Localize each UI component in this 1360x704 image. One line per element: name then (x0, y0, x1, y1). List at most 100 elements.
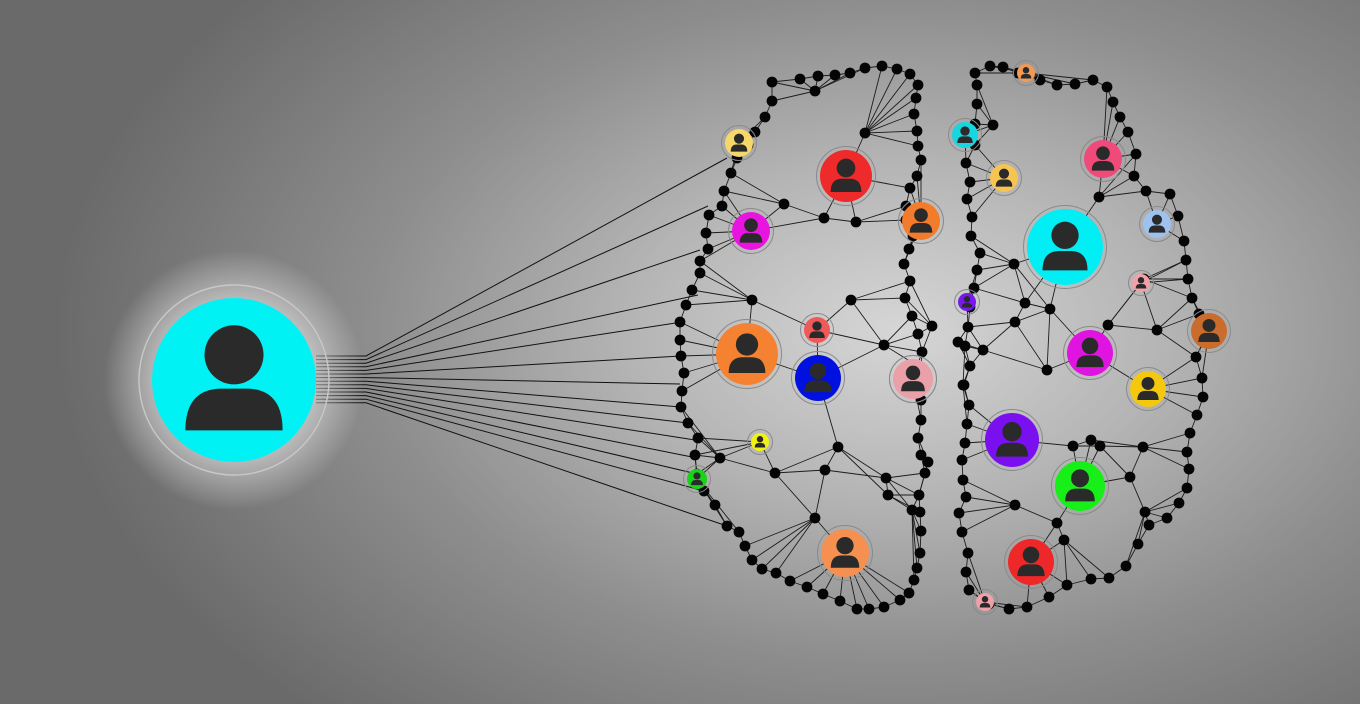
network-edge (685, 299, 753, 306)
network-junction (962, 321, 974, 333)
person-node (791, 351, 845, 405)
person-icon (909, 208, 933, 233)
network-junction (1101, 81, 1113, 93)
network-junction (966, 211, 978, 223)
network-junction (912, 432, 924, 444)
person-node (1080, 136, 1126, 182)
network-edge (719, 457, 776, 474)
person-halo (954, 289, 980, 315)
network-junction (818, 212, 830, 224)
network-junction (859, 62, 871, 74)
person-icon (961, 295, 973, 308)
network-edge (850, 280, 911, 301)
network-junction (953, 507, 965, 519)
network-edge (1013, 263, 1051, 310)
person-icon (996, 422, 1028, 457)
network-junction (977, 344, 989, 356)
network-junction (1085, 434, 1097, 446)
network-edge (1137, 511, 1146, 545)
network-edge (1014, 308, 1051, 323)
network-junction (912, 140, 924, 152)
person-node (712, 319, 782, 389)
network-edge (850, 297, 906, 301)
network-edge (855, 219, 907, 223)
network-junction (850, 216, 862, 228)
person-node (1187, 309, 1231, 353)
network-edge (1098, 175, 1135, 198)
network-junction (680, 299, 692, 311)
network-junction (716, 200, 728, 212)
network-junction (819, 464, 831, 476)
network-junction (957, 379, 969, 391)
network-junction (894, 594, 906, 606)
network-junction (919, 467, 931, 479)
source-connection (316, 321, 683, 371)
network-junction (1041, 364, 1053, 376)
network-junction (689, 449, 701, 461)
network-junction (878, 601, 890, 613)
person-halo (683, 465, 711, 493)
network-junction (1161, 512, 1173, 524)
person-node (981, 409, 1043, 471)
network-edge (883, 344, 923, 353)
network-junction (801, 581, 813, 593)
person-node (728, 208, 774, 254)
network-junction (1151, 324, 1163, 336)
person-node (1013, 60, 1039, 86)
source-connection (316, 387, 696, 441)
network-edge (1046, 308, 1051, 371)
person-node (889, 355, 937, 403)
network-edge (864, 130, 918, 134)
network-junction (1184, 427, 1196, 439)
network-edge (1013, 263, 1026, 304)
network-junction (984, 60, 996, 72)
network-junction (746, 294, 758, 306)
network-junction (908, 574, 920, 586)
network-junction (678, 367, 690, 379)
network-junction (1114, 111, 1126, 123)
network-junction (1087, 74, 1099, 86)
network-junction (1008, 258, 1020, 270)
network-junction (1120, 560, 1132, 572)
network-junction (1085, 573, 1097, 585)
person-node (986, 160, 1022, 196)
network-junction (1190, 351, 1202, 363)
network-edge (958, 504, 1016, 514)
source-connection (316, 398, 705, 492)
network-junction (1181, 482, 1193, 494)
network-junction (784, 575, 796, 587)
people-nodes (683, 60, 1231, 615)
person-node (898, 198, 944, 244)
source-connections (316, 157, 728, 527)
network-edge (885, 477, 913, 511)
network-junction (915, 449, 927, 461)
network-edge (885, 477, 920, 496)
network-edge (1107, 324, 1158, 331)
person-halo (800, 313, 834, 347)
network-edge (783, 203, 825, 219)
network-edge (1156, 329, 1197, 358)
network-junction (914, 547, 926, 559)
network-junction (913, 489, 925, 501)
source-connection (316, 395, 698, 475)
network-junction (809, 512, 821, 524)
person-node (1051, 457, 1109, 515)
network-junction (964, 176, 976, 188)
network-edge (961, 504, 1016, 533)
person-halo (948, 118, 982, 152)
person-icon (979, 595, 991, 608)
person-icon (804, 362, 832, 393)
network-junction (1009, 316, 1021, 328)
person-icon (185, 325, 283, 431)
person-icon (1137, 377, 1159, 401)
network-edge (1142, 446, 1188, 453)
network-junction (965, 230, 977, 242)
person-node (683, 465, 711, 493)
network-junction (1143, 519, 1155, 531)
source-connection (316, 157, 728, 357)
network-edge (855, 205, 907, 223)
network-junction (1196, 372, 1208, 384)
network-junction (1094, 440, 1106, 452)
network-junction (1124, 471, 1136, 483)
person-icon (1091, 146, 1115, 171)
